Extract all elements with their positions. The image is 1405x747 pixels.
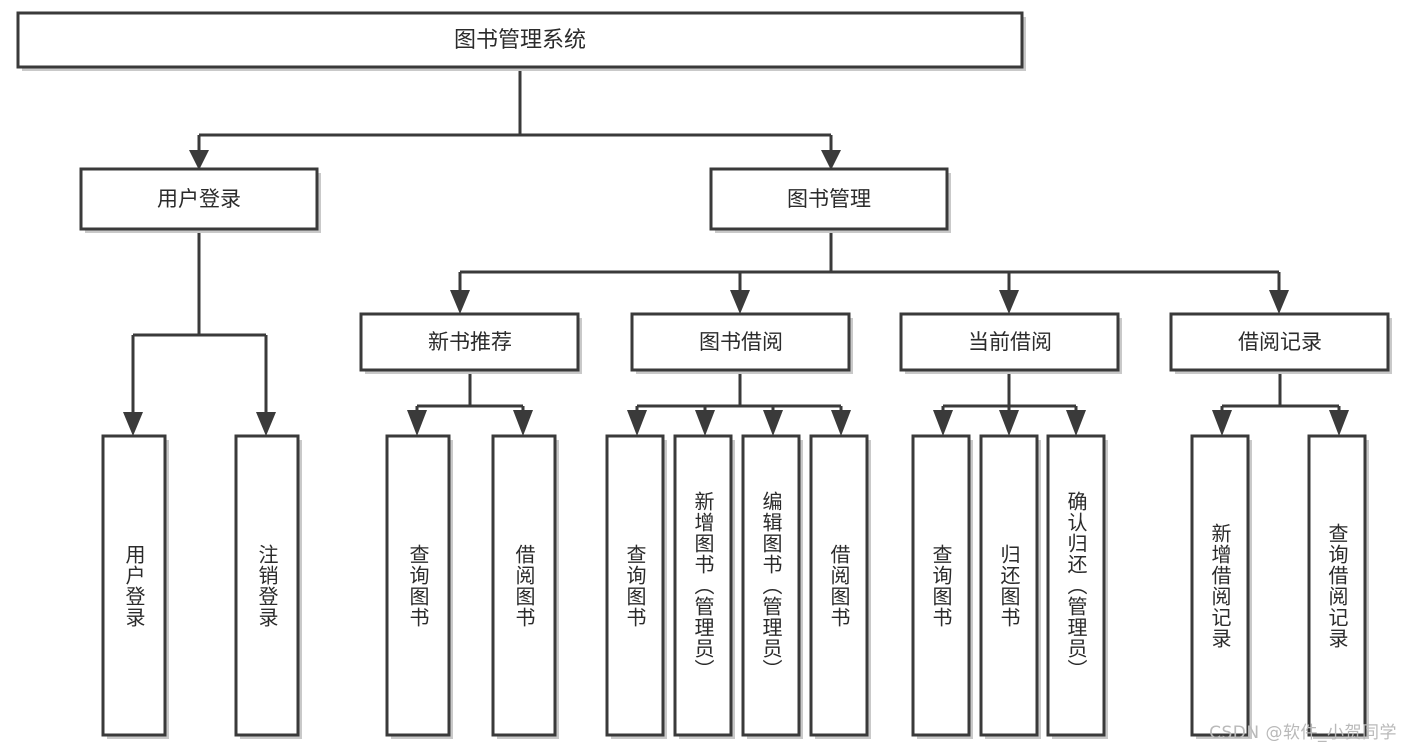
node-new-book-recommend-rect [359, 312, 580, 372]
arrow-to-borrow-record [1269, 290, 1289, 314]
arrow-to-leaf-query-book-1 [407, 410, 427, 436]
node-current-borrow-rect [899, 312, 1120, 372]
arrow-to-leaf-query-record [1329, 410, 1349, 436]
arrow-to-leaf-add-book [695, 410, 715, 436]
arrow-to-leaf-confirm-return [1066, 410, 1086, 436]
node-book-borrow-rect [630, 312, 851, 372]
node-book-management-rect [709, 167, 949, 231]
arrow-to-leaf-borrow-book-2 [831, 410, 851, 436]
leaf-query-book-3-rect[interactable] [911, 434, 971, 737]
leaf-add-book-rect[interactable] [673, 434, 733, 737]
arrow-to-leaf-query-book-2 [627, 410, 647, 436]
arrow-to-leaf-query-book-3 [933, 410, 953, 436]
watermark-text: CSDN @软件_小贺同学 [1209, 723, 1397, 743]
node-new-book-recommend-label: 新书推荐 [428, 330, 512, 354]
node-book-borrow-label: 图书借阅 [699, 330, 783, 354]
node-user-login-rect [79, 167, 319, 231]
arrow-to-user-login [189, 150, 209, 170]
leaf-box-layer [101, 434, 1369, 739]
node-book-management[interactable]: 图书管理 [709, 167, 951, 233]
arrow-to-leaf-user-login [123, 412, 143, 436]
node-current-borrow[interactable]: 当前借阅 [899, 312, 1122, 374]
leaf-borrow-book-1-rect[interactable] [491, 434, 557, 737]
node-root-rect [16, 11, 1024, 69]
leaf-edit-book-rect[interactable] [741, 434, 801, 737]
leaf-add-record-rect[interactable] [1190, 434, 1250, 737]
arrow-to-book-borrow [730, 290, 750, 314]
arrow-to-book-management [821, 150, 841, 170]
node-user-login[interactable]: 用户登录 [79, 167, 321, 233]
node-book-management-label: 图书管理 [787, 187, 871, 211]
leaf-query-record-rect[interactable] [1307, 434, 1367, 737]
arrow-to-new-book-recommend [450, 290, 470, 314]
leaf-return-book-rect[interactable] [979, 434, 1039, 737]
leaf-confirm-return-rect[interactable] [1046, 434, 1106, 737]
node-borrow-record-label: 借阅记录 [1238, 330, 1322, 354]
leaf-query-book-1-rect[interactable] [385, 434, 451, 737]
node-borrow-record[interactable]: 借阅记录 [1169, 312, 1392, 374]
leaf-borrow-book-2-rect[interactable] [809, 434, 869, 737]
node-new-book-recommend[interactable]: 新书推荐 [359, 312, 582, 374]
leaf-logout-rect[interactable] [234, 434, 300, 737]
arrow-to-leaf-borrow-book-1 [513, 410, 533, 436]
leaf-user-login-rect[interactable] [101, 434, 167, 737]
node-user-login-label: 用户登录 [157, 187, 241, 211]
arrow-to-leaf-edit-book [763, 410, 783, 436]
node-book-borrow[interactable]: 图书借阅 [630, 312, 853, 374]
node-root-system[interactable]: 图书管理系统 [16, 11, 1026, 71]
node-borrow-record-rect [1169, 312, 1390, 372]
arrow-to-leaf-add-record [1212, 410, 1232, 436]
arrow-to-leaf-return-book [999, 410, 1019, 436]
arrow-to-current-borrow [999, 290, 1019, 314]
arrow-to-leaf-logout [256, 412, 276, 436]
node-root-label: 图书管理系统 [454, 28, 586, 53]
connector-layer [123, 67, 1349, 436]
leaf-query-book-2-rect[interactable] [605, 434, 665, 737]
node-current-borrow-label: 当前借阅 [968, 330, 1052, 354]
